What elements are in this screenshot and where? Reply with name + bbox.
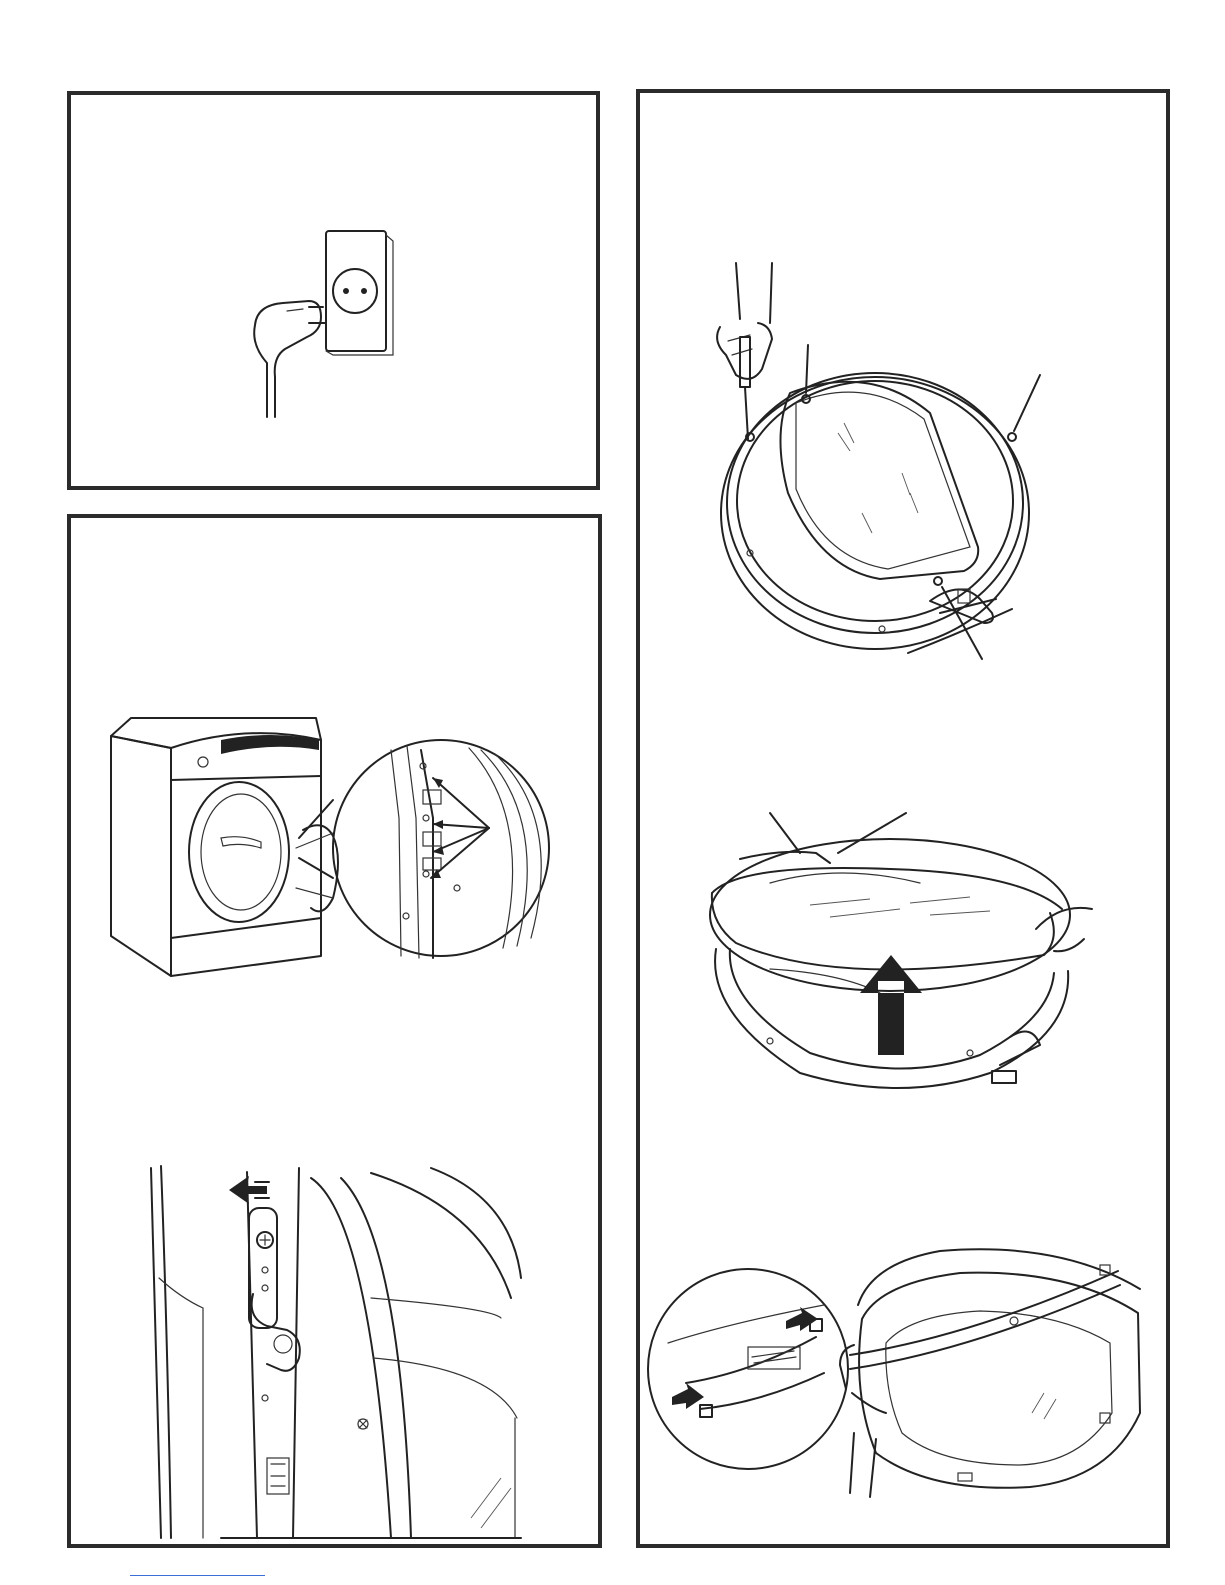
release-arrow-icon-top — [786, 1307, 818, 1331]
screwdriver-hand-icon — [717, 263, 772, 439]
inner-door-ring-icon — [840, 1249, 1140, 1497]
door-separation-closeup — [648, 1269, 848, 1469]
door-with-screws — [721, 345, 1040, 659]
outlet-socket-icon — [333, 269, 377, 313]
footer-link-rule — [130, 1575, 265, 1576]
hinge-illustrations — [71, 518, 598, 1544]
panel-unplug — [67, 91, 600, 490]
panel-hinge-screws — [67, 514, 602, 1548]
door-illustrations — [640, 93, 1166, 1544]
dryer-opening — [189, 782, 289, 922]
panel-door-disassembly — [636, 89, 1170, 1548]
dryer-icon — [111, 718, 338, 976]
slide-direction-arrow-icon — [229, 1176, 269, 1204]
power-plug-icon — [254, 301, 325, 417]
plug-outlet-illustration — [71, 95, 596, 486]
hinge-detail-closeup — [151, 1166, 521, 1538]
screw-pointer-arrows — [431, 778, 489, 878]
lifting-door-icon — [710, 813, 1092, 1088]
